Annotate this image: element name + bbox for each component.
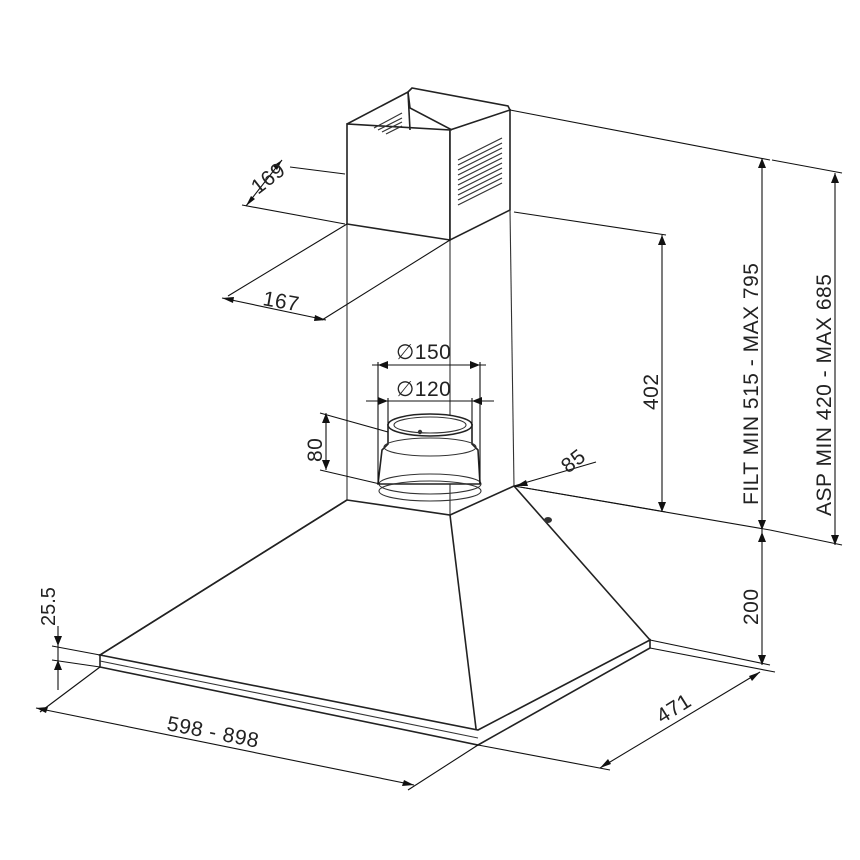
hood-front-ridge (449, 514, 479, 746)
dimension-lines (35, 109, 843, 791)
label-471: 471 (652, 689, 695, 728)
label-filt: FILT MIN 515 - MAX 795 (740, 263, 763, 505)
vent-slots-side (457, 137, 503, 206)
upper-chimney-front (346, 123, 451, 241)
label-167: 167 (261, 287, 301, 316)
dim-line-167 (221, 297, 327, 321)
label-d150: ∅150 (396, 341, 451, 364)
duct-collar (377, 413, 482, 502)
label-25-5: 25.5 (38, 587, 60, 626)
label-200: 200 (740, 588, 763, 625)
label-402: 402 (640, 373, 663, 410)
label-asp: ASP MIN 420 - MAX 685 (813, 274, 836, 516)
upper-chimney-back-edge (407, 87, 511, 111)
hood-body (97, 87, 652, 746)
label-169: 169 (247, 158, 290, 199)
hood-rim-line (99, 660, 479, 739)
hood-knob (544, 517, 552, 523)
dim-line-85 (513, 461, 597, 487)
dim-line-width (35, 707, 415, 786)
label-80: 80 (304, 438, 327, 462)
label-width: 598 - 898 (165, 712, 261, 752)
hood-left-ridge (99, 499, 348, 656)
hood-canopy (97, 485, 652, 746)
label-d120: ∅120 (396, 378, 451, 401)
lower-chimney-right-edge (509, 209, 515, 487)
vent-slots-left (373, 112, 403, 135)
label-85: 85 (557, 445, 590, 478)
dim-line-471 (599, 671, 761, 769)
upper-chimney-inner-edge (407, 91, 411, 131)
